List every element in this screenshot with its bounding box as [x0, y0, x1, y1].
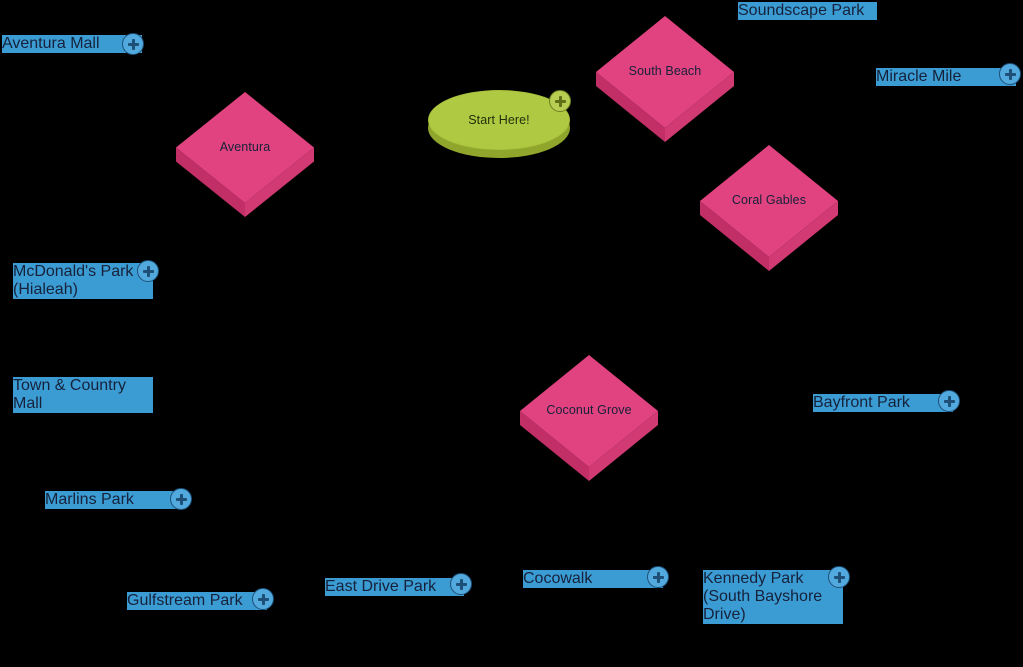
plus-icon[interactable] [999, 63, 1021, 85]
node-start-here[interactable]: Start Here! [428, 90, 571, 158]
node-label: Gulfstream Park [127, 592, 243, 609]
plus-icon-vertical-bar [947, 395, 951, 407]
node-gulfstream-park[interactable]: Gulfstream Park [127, 588, 274, 666]
node-face[interactable]: Soundscape Park [738, 2, 877, 20]
node-face[interactable] [700, 145, 838, 271]
diamond-right-face [245, 147, 314, 217]
node-face[interactable]: Marlins Park [45, 491, 185, 509]
node-face[interactable] [596, 16, 734, 142]
node-label: Start Here! [468, 112, 530, 127]
plus-icon[interactable] [137, 260, 159, 282]
node-label: Cocowalk [523, 570, 593, 587]
plus-icon[interactable] [122, 33, 144, 55]
node-marlins-park[interactable]: Marlins Park [45, 488, 192, 565]
plus-icon-vertical-bar [261, 593, 265, 605]
plus-icon-vertical-bar [179, 493, 183, 505]
node-miracle-mile[interactable]: Miracle Mile [876, 63, 1021, 142]
plus-icon-vertical-bar [837, 571, 841, 583]
plus-icon-vertical-bar [131, 38, 135, 50]
diamond-right-face [769, 201, 838, 271]
node-label: McDonald's Park (Hialeah) [13, 263, 134, 298]
plus-icon-vertical-bar [558, 95, 562, 107]
node-kennedy-park-south-bayshore-drive[interactable]: Kennedy Park (South Bayshore Drive) [703, 566, 850, 644]
node-label: Aventura Mall [2, 35, 100, 52]
node-label: Marlins Park [45, 491, 134, 508]
node-face[interactable]: Town & Country Mall [13, 377, 153, 413]
node-face[interactable]: Aventura Mall [2, 35, 142, 53]
node-label: Kennedy Park (South Bayshore Drive) [703, 570, 823, 623]
plus-icon[interactable] [828, 566, 850, 588]
diamond-left-face [700, 201, 769, 271]
node-face[interactable]: Gulfstream Park [127, 592, 267, 610]
node-bayfront-park[interactable]: Bayfront Park [813, 390, 960, 468]
node-aventura-mall[interactable]: Aventura Mall [2, 33, 144, 109]
node-label: Town & Country Mall [13, 377, 126, 412]
node-east-drive-park[interactable]: East Drive Park [325, 573, 472, 652]
diamond-top-face [700, 145, 838, 257]
node-label: East Drive Park [325, 578, 437, 595]
node-face[interactable]: Start Here! [428, 90, 570, 150]
plus-icon-vertical-bar [656, 571, 660, 583]
node-face[interactable] [520, 355, 658, 481]
plus-icon[interactable] [938, 390, 960, 412]
plus-icon-vertical-bar [1008, 68, 1012, 80]
diamond-top-face [520, 355, 658, 467]
node-mcdonalds-park-hialeah[interactable]: McDonald's Park (Hialeah) [13, 260, 159, 337]
plus-icon[interactable] [450, 573, 472, 595]
diamond-right-face [665, 72, 734, 142]
node-face[interactable] [176, 92, 314, 217]
diamond-left-face [520, 411, 589, 481]
node-face[interactable]: Cocowalk [523, 570, 663, 588]
node-aventura[interactable]: Aventura [176, 92, 314, 217]
node-south-beach[interactable]: South Beach [596, 16, 734, 142]
node-coconut-grove[interactable]: Coconut Grove [520, 355, 658, 481]
plus-icon[interactable] [170, 488, 192, 510]
node-face[interactable]: East Drive Park [325, 578, 464, 596]
diamond-top-face [596, 16, 734, 128]
diamond-right-face [589, 411, 658, 481]
diamond-top-face [176, 92, 314, 203]
plus-icon[interactable] [647, 566, 669, 588]
node-label: Soundscape Park [738, 2, 865, 19]
node-label: Miracle Mile [876, 68, 962, 85]
node-face[interactable]: Miracle Mile [876, 68, 1016, 86]
node-soundscape-park[interactable]: Soundscape Park [738, 2, 877, 76]
diamond-left-face [596, 72, 665, 142]
node-town-country-mall[interactable]: Town & Country Mall [13, 377, 153, 451]
node-label: Bayfront Park [813, 394, 910, 411]
plus-icon-vertical-bar [146, 265, 150, 277]
node-face[interactable]: McDonald's Park (Hialeah) [13, 263, 153, 299]
plus-icon[interactable] [549, 90, 571, 112]
node-coral-gables[interactable]: Coral Gables [700, 145, 838, 271]
node-face[interactable]: Bayfront Park [813, 394, 953, 412]
plus-icon-vertical-bar [459, 578, 463, 590]
diamond-left-face [176, 147, 245, 217]
node-face[interactable]: Kennedy Park (South Bayshore Drive) [703, 570, 843, 624]
plus-icon[interactable] [252, 588, 274, 610]
node-cocowalk[interactable]: Cocowalk [523, 566, 669, 644]
